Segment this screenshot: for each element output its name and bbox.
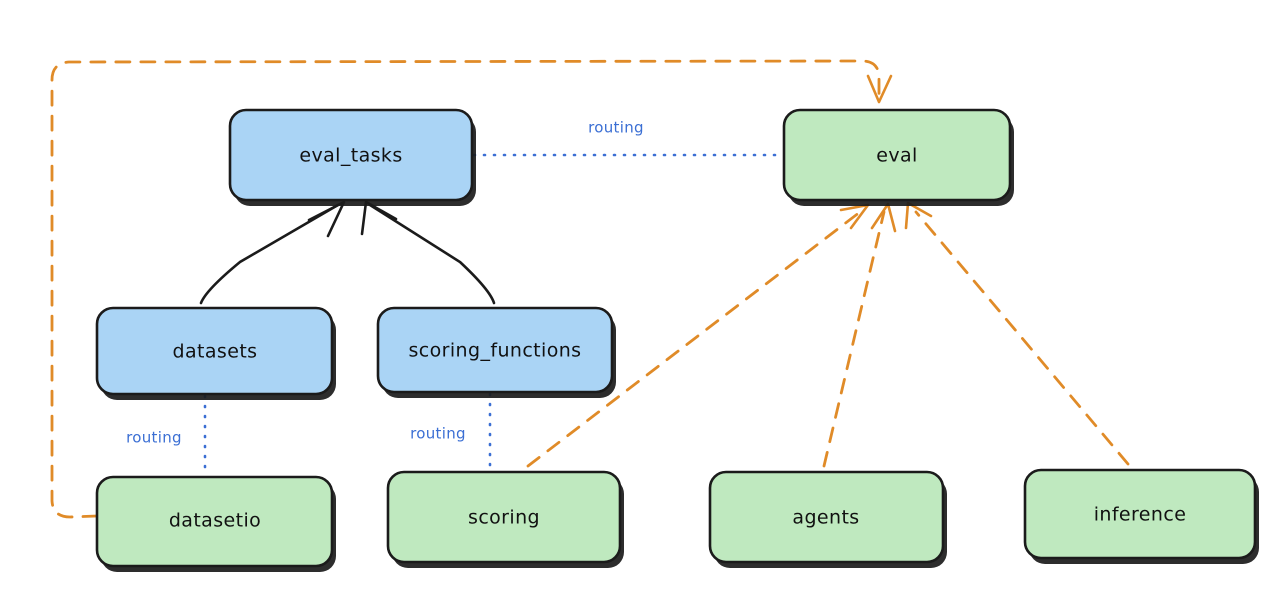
node-label-scoring: scoring: [468, 507, 540, 529]
node-eval_tasks[interactable]: eval_tasks: [228, 108, 476, 206]
edge-path-agents-eval: [822, 210, 886, 468]
dependency-edges-layer: [50, 59, 1130, 519]
edge-datasetio-eval: [50, 59, 893, 519]
node-label-eval_tasks: eval_tasks: [299, 145, 402, 167]
node-agents[interactable]: agents: [708, 470, 947, 568]
node-box-datasets: [95, 306, 334, 396]
node-label-agents: agents: [792, 507, 859, 529]
routing-edges-layer: [203, 153, 784, 477]
edge-inference-eval: [904, 201, 1130, 466]
edge-labels-layer: routing routing routing: [126, 119, 644, 447]
node-inference[interactable]: inference: [1023, 468, 1259, 564]
node-label-datasets: datasets: [173, 341, 258, 363]
node-box-inference: [1023, 468, 1257, 560]
node-scoring_functions[interactable]: scoring_functions: [376, 306, 616, 398]
node-datasets[interactable]: datasets: [95, 306, 336, 400]
node-label-eval: eval: [876, 145, 917, 167]
node-label-scoring_functions: scoring_functions: [409, 340, 582, 362]
node-label-inference: inference: [1094, 504, 1187, 526]
arrowhead-datasetio-eval: [866, 74, 893, 104]
node-box-datasetio: [95, 475, 334, 568]
node-scoring[interactable]: scoring: [386, 470, 624, 568]
solid-edges-layer: [199, 200, 496, 305]
node-eval[interactable]: eval: [782, 108, 1014, 206]
edge-path-inference-eval: [914, 210, 1130, 466]
edge-agents-eval: [822, 202, 897, 468]
node-box-eval_tasks: [228, 108, 474, 202]
node-label-datasetio: datasetio: [169, 510, 261, 532]
node-box-eval: [782, 108, 1012, 202]
edge-label-routing-eval: routing: [588, 119, 644, 137]
edge-path-scoringfn-eval_tasks: [368, 203, 496, 305]
node-datasetio[interactable]: datasetio: [95, 475, 336, 572]
node-box-scoring_functions: [376, 306, 614, 394]
node-box-agents: [708, 470, 945, 564]
edge-scoringfn-eval_tasks: [360, 200, 496, 305]
edge-path-scoring-eval: [526, 210, 862, 468]
edge-label-routing-datasetio: routing: [126, 429, 182, 447]
node-box-scoring: [386, 470, 622, 564]
edge-label-routing-scoring: routing: [410, 425, 466, 443]
nodes-layer: eval_tasks eval datasets scoring_functio…: [95, 108, 1259, 572]
edge-datasets-eval_tasks: [199, 200, 346, 305]
edge-path-datasets-eval_tasks: [199, 203, 340, 305]
edge-path-datasetio-eval: [50, 59, 881, 519]
